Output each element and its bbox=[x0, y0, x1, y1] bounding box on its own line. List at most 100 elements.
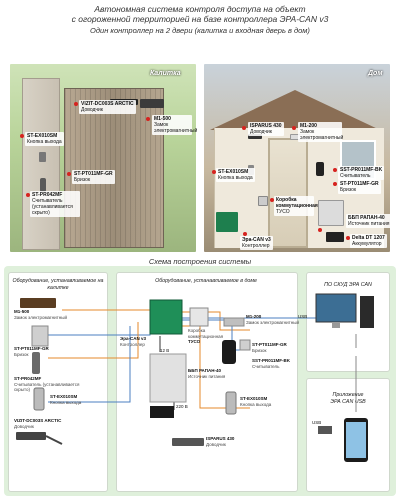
label-title: ББП РАПАН-40 bbox=[348, 215, 385, 221]
label-title: ST-EX010SM bbox=[240, 396, 268, 401]
scheme-title: Схема построения системы bbox=[148, 257, 252, 266]
label-title: ST-PT011MF-GR bbox=[14, 346, 49, 351]
marker bbox=[292, 126, 296, 130]
usb-label: USB bbox=[298, 314, 308, 319]
house-reader-label: SST-PR011MF-BK Считыватель bbox=[338, 166, 385, 180]
marker bbox=[243, 232, 247, 236]
label-title: ST-EX010SM bbox=[27, 133, 58, 139]
exit-button-image bbox=[39, 152, 46, 162]
label-title: SST-PR011MF-BK bbox=[340, 167, 383, 173]
label-sub: Бризок bbox=[252, 347, 267, 353]
gate-card-title: Оборудование, устанавливаемое на калитке bbox=[12, 278, 104, 291]
marker bbox=[333, 182, 337, 186]
usb-label: USB bbox=[312, 420, 322, 425]
label-sub: ТУСО bbox=[276, 209, 290, 215]
marker bbox=[212, 170, 216, 174]
house-box-label: Коробка коммутационная ТУСО bbox=[274, 196, 318, 216]
marker bbox=[26, 193, 30, 197]
label-title: ST-PR042MF bbox=[32, 192, 63, 198]
phone-screen bbox=[346, 422, 366, 458]
scheme-house-lock-label: M1-200 Замок электромагнитный bbox=[246, 314, 299, 325]
wire bbox=[48, 322, 139, 359]
scheme-psu-label: ББП РАПАН-40 Источник питания bbox=[188, 368, 225, 379]
label-title: Эра-CAN v3 bbox=[120, 336, 146, 341]
app-title-line-2: ЭРА CAN USB bbox=[330, 398, 366, 405]
label-sub: Источник питания bbox=[348, 221, 390, 227]
usb-dongle-graphic bbox=[318, 426, 332, 434]
label-sub: Контроллер bbox=[242, 243, 270, 249]
label-title: Коробка коммутационная bbox=[276, 197, 318, 209]
house-closer-label: ISPARUS 430 Доводчик bbox=[248, 122, 284, 136]
power-supply-graphic bbox=[149, 353, 187, 403]
label-title: ST-EX010SM bbox=[218, 169, 249, 175]
scheme-gate-closer-label: VIZIT-DC003S ARCTIC Доводчик bbox=[14, 418, 61, 429]
label-sub: Замок электромагнитный bbox=[154, 122, 198, 134]
label-sub: Замок электромагнитный bbox=[246, 319, 299, 325]
label-sub: Доводчик bbox=[250, 129, 272, 135]
marker bbox=[270, 198, 274, 202]
reader-image bbox=[316, 162, 324, 176]
gate-image bbox=[64, 88, 164, 248]
marker bbox=[333, 168, 337, 172]
marker bbox=[74, 102, 78, 106]
gate-exit-graphic bbox=[33, 387, 45, 411]
marker bbox=[146, 117, 150, 121]
scheme-controller-label: Эра-CAN v3 Контроллер bbox=[120, 336, 146, 347]
scheme-house-closer-label: ISPARUS 430 Доводчик bbox=[206, 436, 234, 447]
label-sub: Бризок bbox=[340, 187, 357, 193]
label-title: VIZIT-DC003S ARCTIC bbox=[14, 418, 62, 423]
house-battery-label: Delta DT 1207 Аккумулятор bbox=[350, 234, 387, 248]
junction-box-image bbox=[258, 196, 268, 206]
wire bbox=[48, 318, 151, 336]
software-card-title: ПО СКУД ЭРА CAN bbox=[324, 282, 372, 288]
label-220v: 220 В bbox=[176, 404, 188, 409]
scheme-house-exit-label: ST-EX010SM Кнопка выхода bbox=[240, 396, 271, 407]
junction-box-graphic bbox=[189, 307, 209, 327]
gate-closer-label: VIZIT-DC003S ARCTIC Доводчик bbox=[79, 100, 136, 114]
label-title: ББП РАПАН-40 bbox=[188, 368, 221, 373]
gate-lock-graphic bbox=[20, 298, 56, 308]
label-title: ISPARUS 430 bbox=[206, 436, 235, 441]
label-title: ST-PT011MF-GR bbox=[252, 342, 287, 347]
label-sub: Бризок bbox=[74, 177, 91, 183]
house-caption: Дом bbox=[368, 70, 383, 77]
scheme-gate-breezer-label: ST-PT011MF-GR Бризок bbox=[14, 346, 49, 357]
scheme-house-breezer-label: ST-PT011MF-GR Бризок bbox=[252, 342, 287, 353]
label-sub: Считыватель bbox=[252, 363, 280, 369]
header: Автономная система контроля доступа на о… bbox=[0, 4, 400, 36]
controller-graphic bbox=[149, 299, 183, 335]
label-title: SST-PR011MF-BK bbox=[252, 358, 291, 363]
house-psu-label: ББП РАПАН-40 Источник питания bbox=[346, 214, 392, 228]
label-title: ST-EX010SM bbox=[50, 394, 78, 399]
marker bbox=[346, 236, 350, 240]
label-title: VIZIT-DC003S ARCTIC bbox=[81, 101, 134, 107]
pc-tower-graphic bbox=[360, 296, 374, 328]
house-breezer-graphic bbox=[239, 339, 251, 351]
wire bbox=[62, 309, 151, 312]
house-exit-label: ST-EX010SM Кнопка выхода bbox=[216, 168, 255, 182]
house-lock-label: M1-200 Замок электромагнитный bbox=[298, 122, 344, 142]
power-supply-image bbox=[318, 200, 344, 226]
label-title: M1-500 bbox=[154, 116, 171, 122]
house-controller-label: Эра-CAN v3 Контроллер bbox=[240, 236, 273, 250]
app-title-line-1: Приложение bbox=[332, 392, 364, 398]
lock-image bbox=[140, 99, 164, 108]
scheme-gate-reader-label: ST-PR042MF Считыватель (устанавливается … bbox=[14, 376, 84, 393]
gate-exit-label: ST-EX010SM Кнопка выхода bbox=[25, 132, 64, 146]
scheme-house-reader-label: SST-PR011MF-BK Считыватель bbox=[252, 358, 290, 369]
battery-graphic bbox=[150, 406, 174, 418]
label-sub: Кнопка выхода bbox=[50, 399, 82, 405]
label-sub: Бризок bbox=[14, 351, 29, 357]
gate-breezer-label: ST-PT011MF-GR Бризок bbox=[72, 170, 115, 184]
title-line-2: с огороженной территорией на базе контро… bbox=[71, 14, 329, 24]
gate-pillar bbox=[22, 78, 60, 250]
label-sub: Замок электромагнитный bbox=[300, 129, 344, 141]
label-title: Delta DT 1207 bbox=[352, 235, 385, 241]
gate-breezer-graphic bbox=[31, 325, 49, 347]
label-title: M1-500 bbox=[14, 309, 30, 314]
house-door bbox=[268, 138, 308, 248]
label-sub: Считыватель (устанавливается скрыто) bbox=[14, 381, 80, 393]
gate-reader-image bbox=[40, 178, 46, 192]
